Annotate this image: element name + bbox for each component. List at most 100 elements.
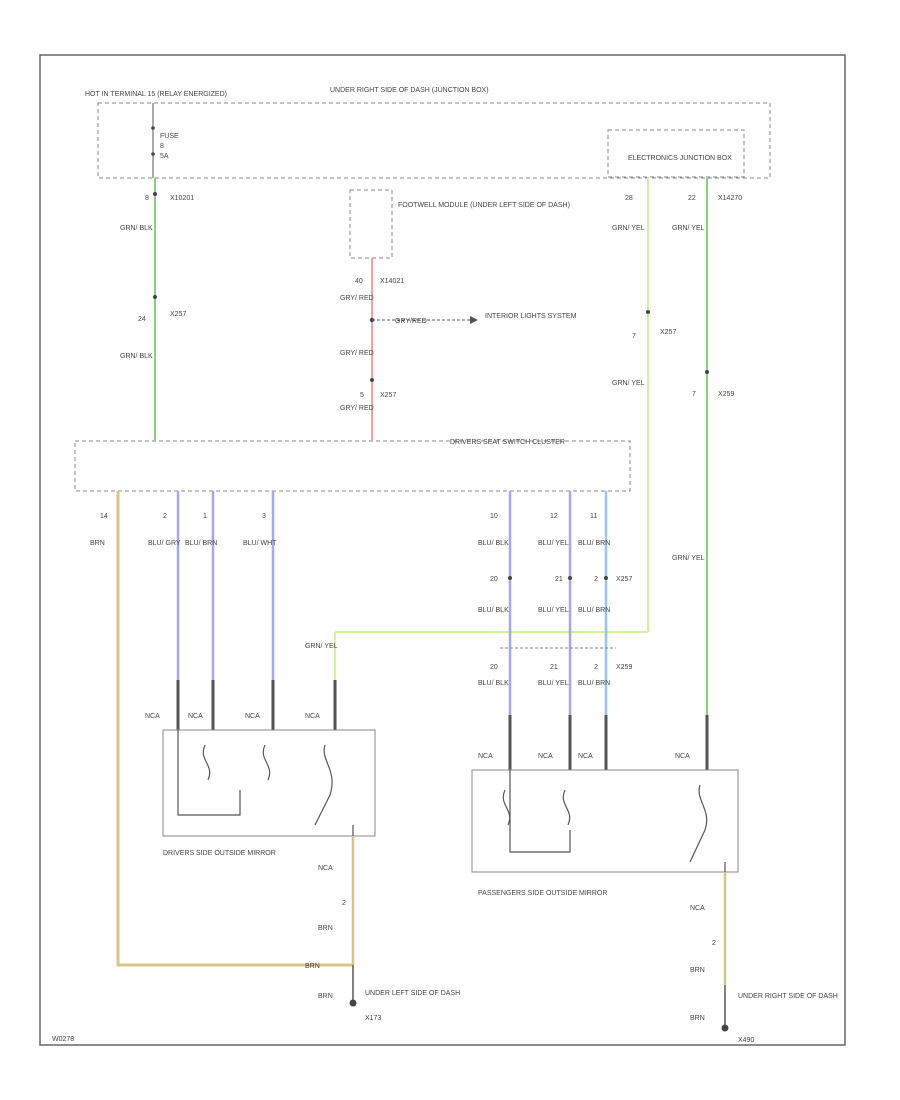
nca-label-3: NCA: [245, 713, 260, 720]
pin-8-label: 8: [145, 195, 149, 202]
connector-x257-d: X257: [616, 576, 632, 583]
pin-40-label: 40: [355, 278, 363, 285]
nca-label-10: NCA: [690, 905, 705, 912]
wire-label-gry-red-2: GRY/ RED: [340, 350, 374, 357]
passenger-motor-circuit: [509, 770, 571, 853]
pin-21-label-b: 21: [550, 664, 558, 671]
diagram-id: W0278: [52, 1036, 74, 1043]
electronics-jb-label: ELECTRONICS JUNCTION BOX: [628, 155, 732, 162]
wire-label-blu-yel-2: BLU/ YEL: [538, 607, 569, 614]
x257-pin-2: [604, 576, 608, 580]
footwell-module: [349, 189, 393, 259]
nca-label-4: NCA: [305, 713, 320, 720]
wire-label-grn-blk-1: GRN/ BLK: [120, 225, 153, 232]
pin-2-label-e: 2: [712, 940, 716, 947]
fuse-terminal-top: [151, 126, 155, 130]
pin-1-label-a: 1: [203, 513, 207, 520]
x257-pin-21: [568, 576, 572, 580]
connector-x257-pin-7: [646, 310, 650, 314]
wire-label-grn-yel-1: GRN/ YEL: [612, 225, 645, 232]
ground-left-id: X173: [365, 1015, 381, 1022]
heater-switch-icon: [689, 784, 726, 905]
wire-label-grn-yel-3: GRN/ YEL: [305, 643, 338, 650]
connector-x259-b: X259: [616, 664, 632, 671]
ground-right-id: X490: [738, 1037, 754, 1044]
connector-x14021: X14021: [380, 278, 404, 285]
hot-terminal-label: HOT IN TERMINAL 15 (RELAY ENERGIZED): [85, 91, 227, 98]
fuse-terminal-bottom: [151, 152, 155, 156]
x257-pin-20: [508, 576, 512, 580]
nca-label-1: NCA: [145, 713, 160, 720]
arrow-icon: [470, 316, 478, 324]
pin-28-label: 28: [625, 195, 633, 202]
pin-10-label: 10: [490, 513, 498, 520]
pin-2-label-b: 2: [594, 576, 598, 583]
junction-box: [97, 102, 771, 179]
footwell-module-label: FOOTWELL MODULE (UNDER LEFT SIDE OF DASH…: [398, 202, 570, 209]
interior-lights-label: INTERIOR LIGHTS SYSTEM: [485, 313, 577, 320]
pin-3-label-a: 3: [262, 513, 266, 520]
pin-7-label-a: 7: [632, 333, 636, 340]
drivers-mirror-label: DRIVERS SIDE OUTSIDE MIRROR: [163, 850, 276, 857]
motor-icon: [202, 744, 271, 781]
wire-label-blu-gry: BLU/ GRY: [148, 540, 181, 547]
drivers-mirror-box: [162, 729, 376, 837]
wire-label-blu-brn-a: BLU/ BRN: [185, 540, 217, 547]
connector-x14270: X14270: [718, 195, 742, 202]
driver-motor-circuit: [177, 730, 241, 816]
ground-icon-left: [349, 999, 357, 1007]
wire-label-grn-yel-4: GRN/ YEL: [672, 225, 705, 232]
nca-label-9: NCA: [675, 753, 690, 760]
wire-label-blu-brn-c: BLU/ BRN: [578, 607, 610, 614]
pin-20-label-a: 20: [490, 576, 498, 583]
wire-label-grn-yel-2: GRN/ YEL: [612, 380, 645, 387]
nca-label-6: NCA: [478, 753, 493, 760]
connector-x257-a: X257: [170, 311, 186, 318]
pin-7-label-b: 7: [692, 391, 696, 398]
ground-left-label: UNDER LEFT SIDE OF DASH: [365, 990, 460, 997]
pin-8-terminal: [153, 192, 157, 196]
motor-icon: [502, 789, 571, 826]
junction-box-label: UNDER RIGHT SIDE OF DASH (JUNCTION BOX): [330, 87, 489, 94]
nca-label-7: NCA: [538, 753, 553, 760]
pin-2-label-d: 2: [342, 900, 346, 907]
passengers-mirror-label: PASSENGERS SIDE OUTSIDE MIRROR: [478, 890, 607, 897]
connector-x257-pin-5: [370, 378, 374, 382]
connector-x257-c: X257: [660, 329, 676, 336]
connector-x259-a: X259: [718, 391, 734, 398]
pin-11-label: 11: [590, 513, 597, 520]
wire-label-brn-6: BRN: [690, 1015, 705, 1022]
wire-label-gry-red-1: GRY/ RED: [340, 295, 374, 302]
pin-2-label-c: 2: [594, 664, 598, 671]
pin-21-label-a: 21: [555, 576, 563, 583]
pin-22-label: 22: [688, 195, 696, 202]
nca-label-5: NCA: [318, 865, 333, 872]
electronics-junction-box: [607, 129, 745, 178]
pin-24-label: 24: [138, 316, 146, 323]
wire-label-blu-brn-d: BLU/ BRN: [578, 680, 610, 687]
pin-14-label: 14: [100, 513, 108, 520]
fuse-number: 8: [160, 143, 164, 150]
pin-12-label: 12: [550, 513, 558, 520]
wire-label-blu-wht: BLU/ WHT: [243, 540, 277, 547]
wire-label-gry-red-3: GRY/ RED: [340, 405, 374, 412]
drivers-switch-label: DRIVERS SEAT SWITCH CLUSTER: [450, 439, 565, 446]
connector-x259-pin-7: [705, 370, 709, 374]
wire-label-blu-blk-1: BLU/ BLK: [478, 540, 509, 547]
wire-label-brn-5: BRN: [690, 967, 705, 974]
wire-brn-driver-ground: [116, 491, 353, 967]
diagram-frame: [39, 54, 846, 1046]
pin-2-label-a: 2: [163, 513, 167, 520]
connector-x10201: X10201: [170, 195, 194, 202]
wire-label-brn-3: BRN: [318, 925, 333, 932]
connector-x257-pin-24: [153, 295, 157, 299]
wire-label-blu-blk-3: BLU/ BLK: [478, 680, 509, 687]
wire-label-gry-red-inline: GRY/RED: [395, 318, 427, 325]
passengers-mirror-box: [471, 769, 739, 873]
ground-right-label: UNDER RIGHT SIDE OF DASH: [738, 993, 838, 1000]
pin-20-label-b: 20: [490, 664, 498, 671]
wire-label-brn-2: BRN: [305, 963, 320, 970]
wire-label-brn-4: BRN: [318, 993, 333, 1000]
fuse-label: FUSE: [160, 133, 179, 140]
